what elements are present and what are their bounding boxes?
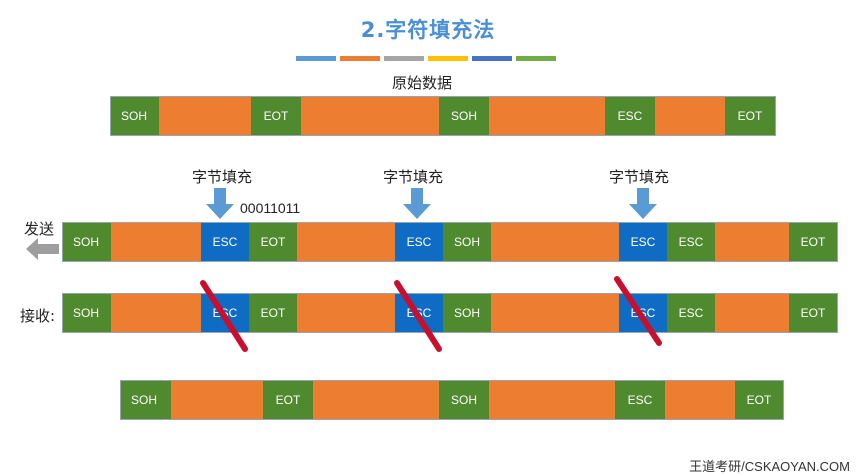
eot-block: EOT [249,294,297,332]
esc-block: ESC [615,381,665,419]
data-block [715,294,789,332]
data-block [489,381,615,419]
strip-bar-4 [428,56,468,61]
eot-block: EOT [735,381,783,419]
binary-code-label: 00011011 [240,200,301,216]
data-block [313,381,439,419]
data-block [111,294,201,332]
soh-block: SOH [443,294,491,332]
esc-block: ESC [605,97,655,135]
soh-block: SOH [443,223,491,261]
strike-line [614,276,662,346]
slide-title: 2.字符填充法 [360,18,496,42]
data-block [171,381,263,419]
strike-line [394,280,442,352]
original-data-label: 原始数据 [392,74,453,92]
data-block [665,381,735,419]
strike-line [200,280,248,352]
soh-block: SOH [439,97,489,135]
data-block [297,294,395,332]
eot-block: EOT [251,97,301,135]
receive-label: 接收: [20,307,56,325]
strip-bar-2 [340,56,380,61]
data-block [655,97,725,135]
data-block [491,223,619,261]
stuffed-esc-block: ESC [395,223,443,261]
recovered-data-row: SOH EOT SOH ESC EOT [120,380,784,420]
esc-block: ESC [667,223,715,261]
stuffed-esc-block: ESC [619,223,667,261]
sent-data-row: SOH ESC EOT ESC SOH ESC ESC EOT [62,222,838,262]
data-block [301,97,439,135]
strip-bar-6 [516,56,556,61]
eot-block: EOT [249,223,297,261]
byte-stuffing-label: 字节填充 [383,168,444,186]
data-block [489,97,605,135]
data-block [111,223,201,261]
soh-block: SOH [63,294,111,332]
eot-block: EOT [263,381,313,419]
data-block [715,223,789,261]
soh-block: SOH [63,223,111,261]
left-arrow-icon [26,238,59,260]
footer-brand: 王道考研/CSKAOYAN.COM [689,459,850,474]
strip-bar-5 [472,56,512,61]
eot-block: EOT [725,97,775,135]
byte-stuffing-label: 字节填充 [609,168,670,186]
down-arrow-icon [403,188,431,219]
soh-block: SOH [439,381,489,419]
soh-block: SOH [111,97,159,135]
strip-bar-3 [384,56,424,61]
soh-block: SOH [121,381,171,419]
eot-block: EOT [789,294,837,332]
send-label: 发送 [24,220,55,238]
down-arrow-icon [629,188,657,219]
esc-block: ESC [667,294,715,332]
down-arrow-icon [206,188,234,219]
received-data-row: SOH ESC EOT ESC SOH ESC ESC EOT [62,293,838,333]
strip-bar-1 [296,56,336,61]
stuffed-esc-block: ESC [201,223,249,261]
data-block [491,294,619,332]
data-block [297,223,395,261]
data-block [159,97,251,135]
original-data-row: SOH EOT SOH ESC EOT [110,96,776,136]
eot-block: EOT [789,223,837,261]
byte-stuffing-label: 字节填充 [192,168,253,186]
